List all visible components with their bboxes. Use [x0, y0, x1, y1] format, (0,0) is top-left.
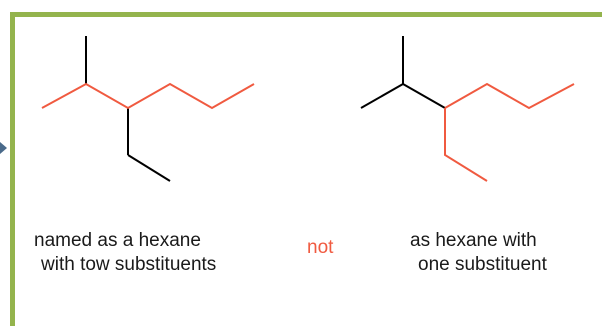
left-ethyl-bond-2: [127, 154, 171, 182]
left-caption-line2: with tow substituents: [41, 254, 217, 275]
right-caption-line1: as hexane with: [410, 230, 537, 251]
left-molecule: [41, 36, 255, 182]
not-label: not: [307, 237, 334, 258]
right-highlight-chain-lower: [444, 108, 488, 182]
right-caption-line2: one substituent: [418, 254, 547, 275]
left-caption-line1: named as a hexane: [34, 230, 201, 251]
frame-left-border: [10, 12, 15, 326]
frame-arrow-icon: [0, 142, 7, 154]
left-main-chain: [41, 82, 255, 110]
right-left-methyl-bond: [360, 83, 404, 109]
right-highlight-chain-upper: [444, 82, 575, 110]
right-molecule: [360, 36, 575, 182]
frame-top-border: [10, 12, 602, 17]
right-center-bond: [402, 83, 446, 109]
